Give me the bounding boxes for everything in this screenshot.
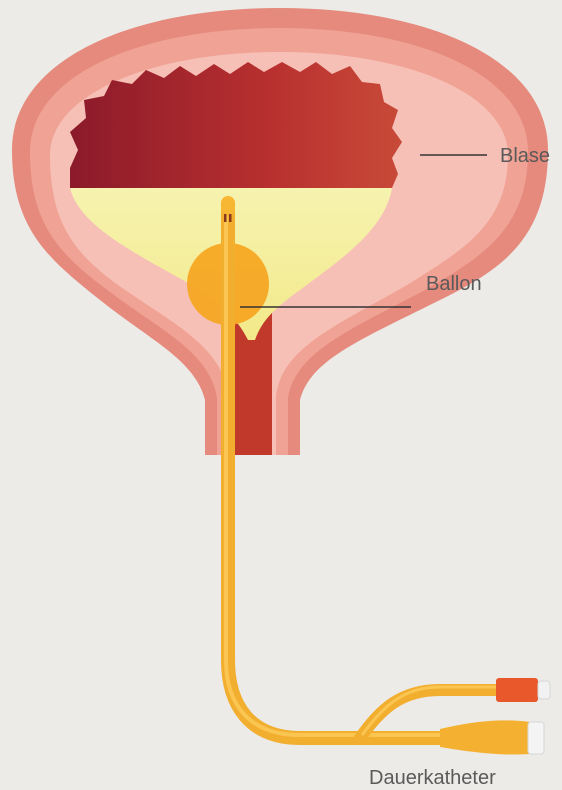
catheter-label: Dauerkatheter: [369, 768, 496, 788]
balloon-label: Ballon: [426, 274, 482, 294]
drainage-port-flare: [440, 720, 530, 754]
balloon-valve-cap: [538, 681, 550, 699]
balloon-valve-connector: [496, 678, 538, 702]
drainage-port-cap: [528, 722, 544, 754]
catheter-tip: [221, 196, 235, 216]
catheter-eyelet-2: [229, 214, 232, 222]
bladder-label: Blase: [500, 146, 550, 166]
catheter-eyelet-1: [224, 214, 227, 222]
